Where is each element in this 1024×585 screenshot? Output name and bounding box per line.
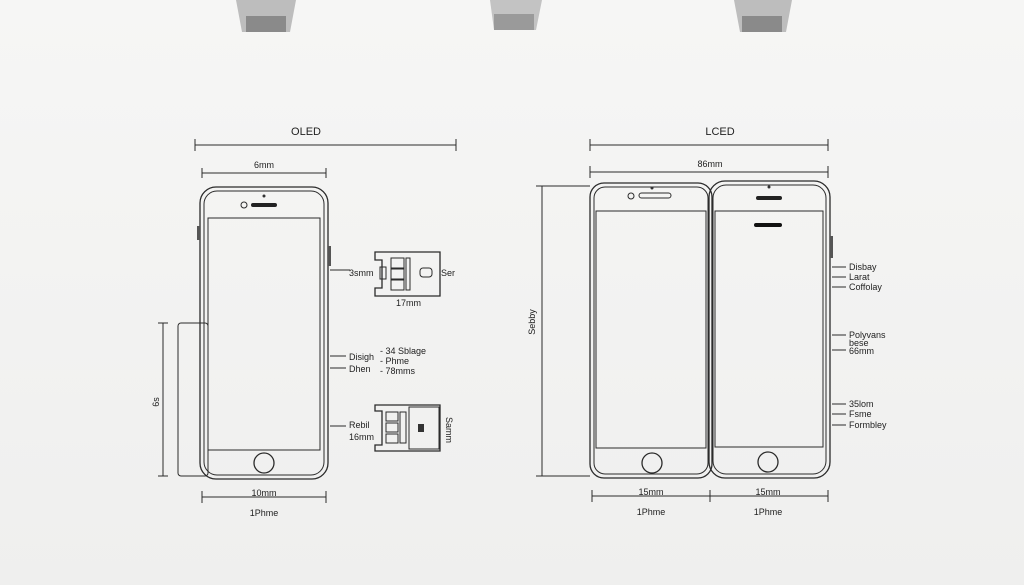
lcd-left-front-camera [627, 192, 635, 200]
lcd-phone-left [589, 182, 713, 479]
lcd-callout-66mm: 66mm [849, 346, 874, 356]
lcd-right-sensor [756, 196, 782, 200]
oled-bottom-label: 10mm [251, 488, 276, 498]
ceiling-light-left [236, 0, 296, 32]
lcd-right-speaker [754, 223, 782, 227]
oled-front-camera [240, 201, 248, 209]
lcd-callout-coffolay: Coffolay [849, 282, 882, 292]
oled-callout-78mms: - 78mms [380, 366, 416, 376]
lcd-right-bottom-label: 15mm [755, 487, 780, 497]
lcd-left-model-label: 1Phme [637, 507, 666, 517]
lcd-callout-bese: bese [849, 338, 869, 348]
lcd-height-label: Sebby [527, 309, 537, 335]
oled-section: OLED 6mm 6s 10mm 1Phme [151, 126, 457, 518]
oled-height-label: 6s [151, 397, 161, 407]
oled-phone [197, 186, 331, 480]
lcd-section: LCED 86mm Sebby [527, 126, 887, 517]
oled-model-label: 1Phme [250, 508, 279, 518]
ceiling-light-center [490, 0, 542, 30]
oled-callouts-mid: Disigh Dhen - 34 Sblage - Phme - 78mms [330, 346, 426, 376]
lcd-callouts-mid: Polyvans bese 66mm [832, 330, 886, 356]
oled-connector-top-below-label: 17mm [396, 298, 421, 308]
lcd-callout-display: Disbay [849, 262, 877, 272]
ceiling-light-right [734, 0, 792, 32]
oled-screen [207, 217, 321, 451]
lcd-phone-right [708, 180, 833, 479]
lcd-callout-formbley: Formbley [849, 420, 887, 430]
lcd-left-screen [595, 210, 707, 449]
lcd-left-bottom-label: 15mm [638, 487, 663, 497]
lcd-title: LCED [705, 126, 734, 138]
oled-connector-bottom-rebil: Rebil [349, 420, 370, 430]
oled-home-button [253, 452, 275, 474]
oled-callout-design: Disigh [349, 352, 374, 362]
lcd-callouts-bottom: 35lom Fsme Formbley [832, 399, 887, 430]
oled-connector-top-right-label: Ser [441, 268, 455, 278]
lcd-callout-polyvans: Polyvans [849, 330, 886, 340]
lcd-callout-fsme: Fsme [849, 409, 872, 419]
oled-connector-bottom: Rebil 16mm Samm [330, 404, 454, 452]
oled-connector-top: 3smm Ser 17mm [330, 251, 455, 308]
oled-connector-bottom-16mm: 16mm [349, 432, 374, 442]
lcd-right-model-label: 1Phme [754, 507, 783, 517]
lcd-left-speaker [638, 192, 672, 199]
oled-speaker [251, 203, 277, 207]
lcd-right-home-button [757, 451, 779, 473]
oled-title: OLED [291, 126, 321, 138]
oled-callout-dhen: Dhen [349, 364, 371, 374]
lcd-left-home-button [641, 452, 663, 474]
lcd-right-screen [714, 210, 824, 448]
lcd-callouts-top: Disbay Larat Coffolay [832, 262, 882, 292]
oled-connector-bottom-right-label: Samm [444, 417, 454, 443]
lcd-width-label: 86mm [697, 159, 722, 169]
lcd-callout-larat: Larat [849, 272, 870, 282]
oled-callout-storage: - 34 Sblage [380, 346, 426, 356]
oled-width-label: 6mm [254, 160, 274, 170]
lcd-callout-35lom: 35lom [849, 399, 874, 409]
oled-connector-top-left-label: 3smm [349, 268, 374, 278]
oled-callout-phone: - Phme [380, 356, 409, 366]
